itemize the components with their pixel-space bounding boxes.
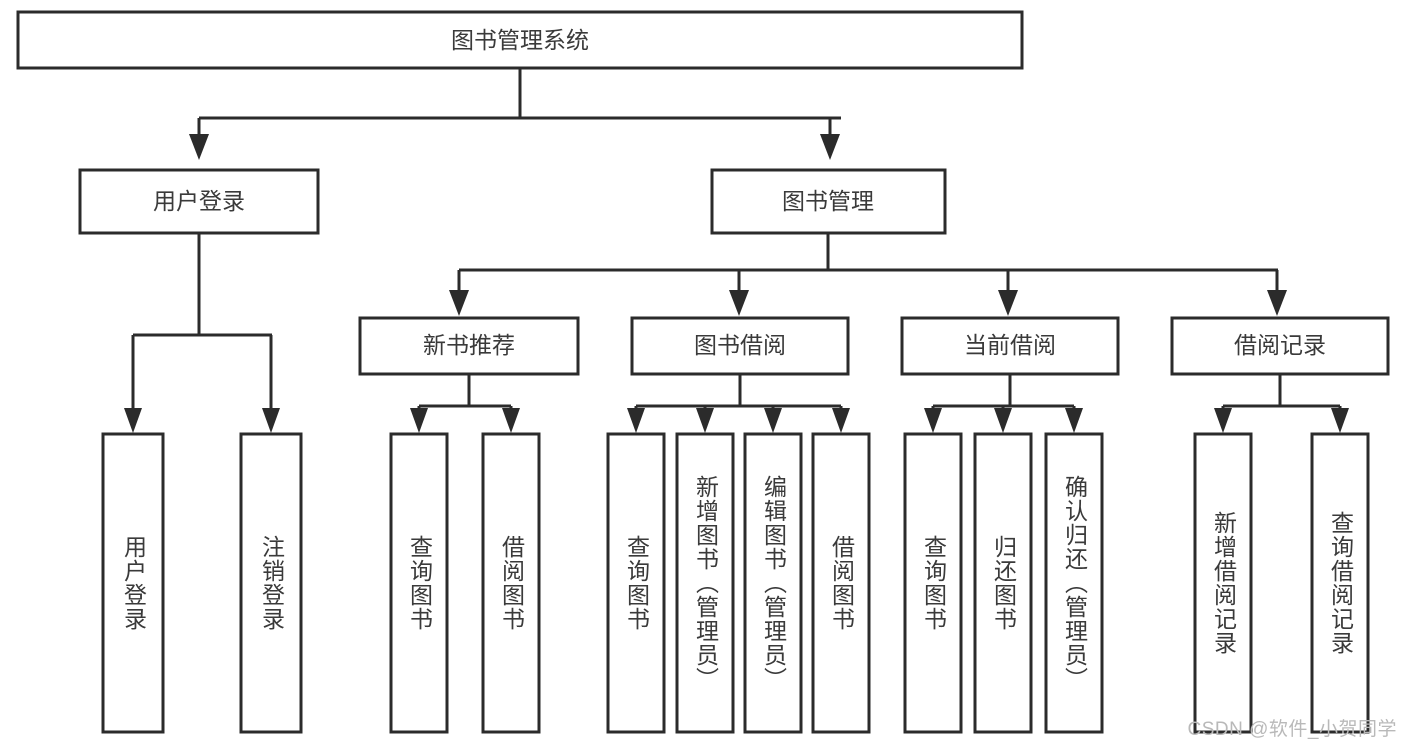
node-root-label: 图书管理系统: [451, 27, 589, 53]
connector-new-book-recommend-to-leaves: [410, 374, 520, 433]
arrow-head-bb-add-book: [696, 408, 714, 433]
node-book-borrow-box[interactable]: [630, 316, 850, 376]
connector-user-login-to-leaves: [124, 233, 280, 433]
arrow-head-cb-return-book: [994, 408, 1012, 433]
arrow-head-book-mgmt: [820, 134, 840, 160]
leaf-box-bb-borrow-book[interactable]: [811, 432, 871, 734]
arrow-head-user-login: [189, 134, 209, 160]
arrow-head-br-query-record: [1331, 408, 1349, 433]
node-new-book-recommend-box[interactable]: [358, 316, 580, 376]
node-book-borrow[interactable]: 图书借阅: [630, 316, 850, 376]
node-book-management-box[interactable]: [710, 168, 947, 235]
leaf-box-logout[interactable]: [239, 432, 303, 734]
node-current-borrow-label: 当前借阅: [964, 332, 1056, 358]
leaf-box-br-query-record[interactable]: [1310, 432, 1370, 734]
connector-current-borrow-to-leaves: [924, 374, 1083, 433]
node-user-login-label: 用户登录: [153, 188, 245, 214]
leaf-box-br-add-record[interactable]: [1193, 432, 1253, 734]
arrow-head-bb-edit-book: [764, 408, 782, 433]
arrow-head-nbr-borrow-book: [502, 408, 520, 433]
arrow-head-borrow-record: [1267, 290, 1287, 316]
arrow-head-leaf-logout: [262, 408, 280, 433]
node-book-management-label: 图书管理: [782, 188, 874, 214]
node-user-login[interactable]: 用户登录: [78, 168, 320, 235]
node-root-box[interactable]: [16, 10, 1024, 70]
leaf-box-cb-return-book[interactable]: [973, 432, 1033, 734]
arrow-head-book-borrow: [729, 290, 749, 316]
arrow-head-bb-query-book: [627, 408, 645, 433]
leaf-box-cb-confirm-return[interactable]: [1044, 432, 1104, 734]
arrow-head-current-borrow: [998, 290, 1018, 316]
leaf-box-bb-edit-book[interactable]: [743, 432, 803, 734]
node-current-borrow-box[interactable]: [900, 316, 1120, 376]
node-root[interactable]: 图书管理系统: [16, 10, 1024, 70]
arrow-head-bb-borrow-book: [832, 408, 850, 433]
arrow-head-new-book-rec: [449, 290, 469, 316]
node-new-book-recommend[interactable]: 新书推荐: [358, 316, 580, 376]
node-new-book-recommend-label: 新书推荐: [423, 332, 515, 358]
connector-borrow-record-to-leaves: [1214, 374, 1349, 433]
arrow-head-cb-query-book: [924, 408, 942, 433]
leaf-box-user-login[interactable]: [101, 432, 165, 734]
node-borrow-record-box[interactable]: [1170, 316, 1390, 376]
leaf-boxes: [101, 432, 1370, 734]
leaf-box-nbr-borrow-book[interactable]: [481, 432, 541, 734]
connector-book-borrow-to-leaves: [627, 374, 850, 433]
node-book-management[interactable]: 图书管理: [710, 168, 947, 235]
arrow-head-nbr-query-book: [410, 408, 428, 433]
node-borrow-record-label: 借阅记录: [1234, 332, 1326, 358]
arrow-head-cb-confirm-return: [1065, 408, 1083, 433]
connector-root-to-level2: [189, 68, 841, 160]
arrow-head-br-add-record: [1214, 408, 1232, 433]
connector-book-mgmt-to-level3: [449, 233, 1287, 316]
leaf-box-cb-query-book[interactable]: [903, 432, 963, 734]
leaf-box-bb-query-book[interactable]: [606, 432, 666, 734]
leaf-box-nbr-query-book[interactable]: [389, 432, 449, 734]
node-current-borrow[interactable]: 当前借阅: [900, 316, 1120, 376]
node-borrow-record[interactable]: 借阅记录: [1170, 316, 1390, 376]
arrow-head-leaf-user-login: [124, 408, 142, 433]
node-book-borrow-label: 图书借阅: [694, 332, 786, 358]
leaf-box-bb-add-book[interactable]: [675, 432, 735, 734]
